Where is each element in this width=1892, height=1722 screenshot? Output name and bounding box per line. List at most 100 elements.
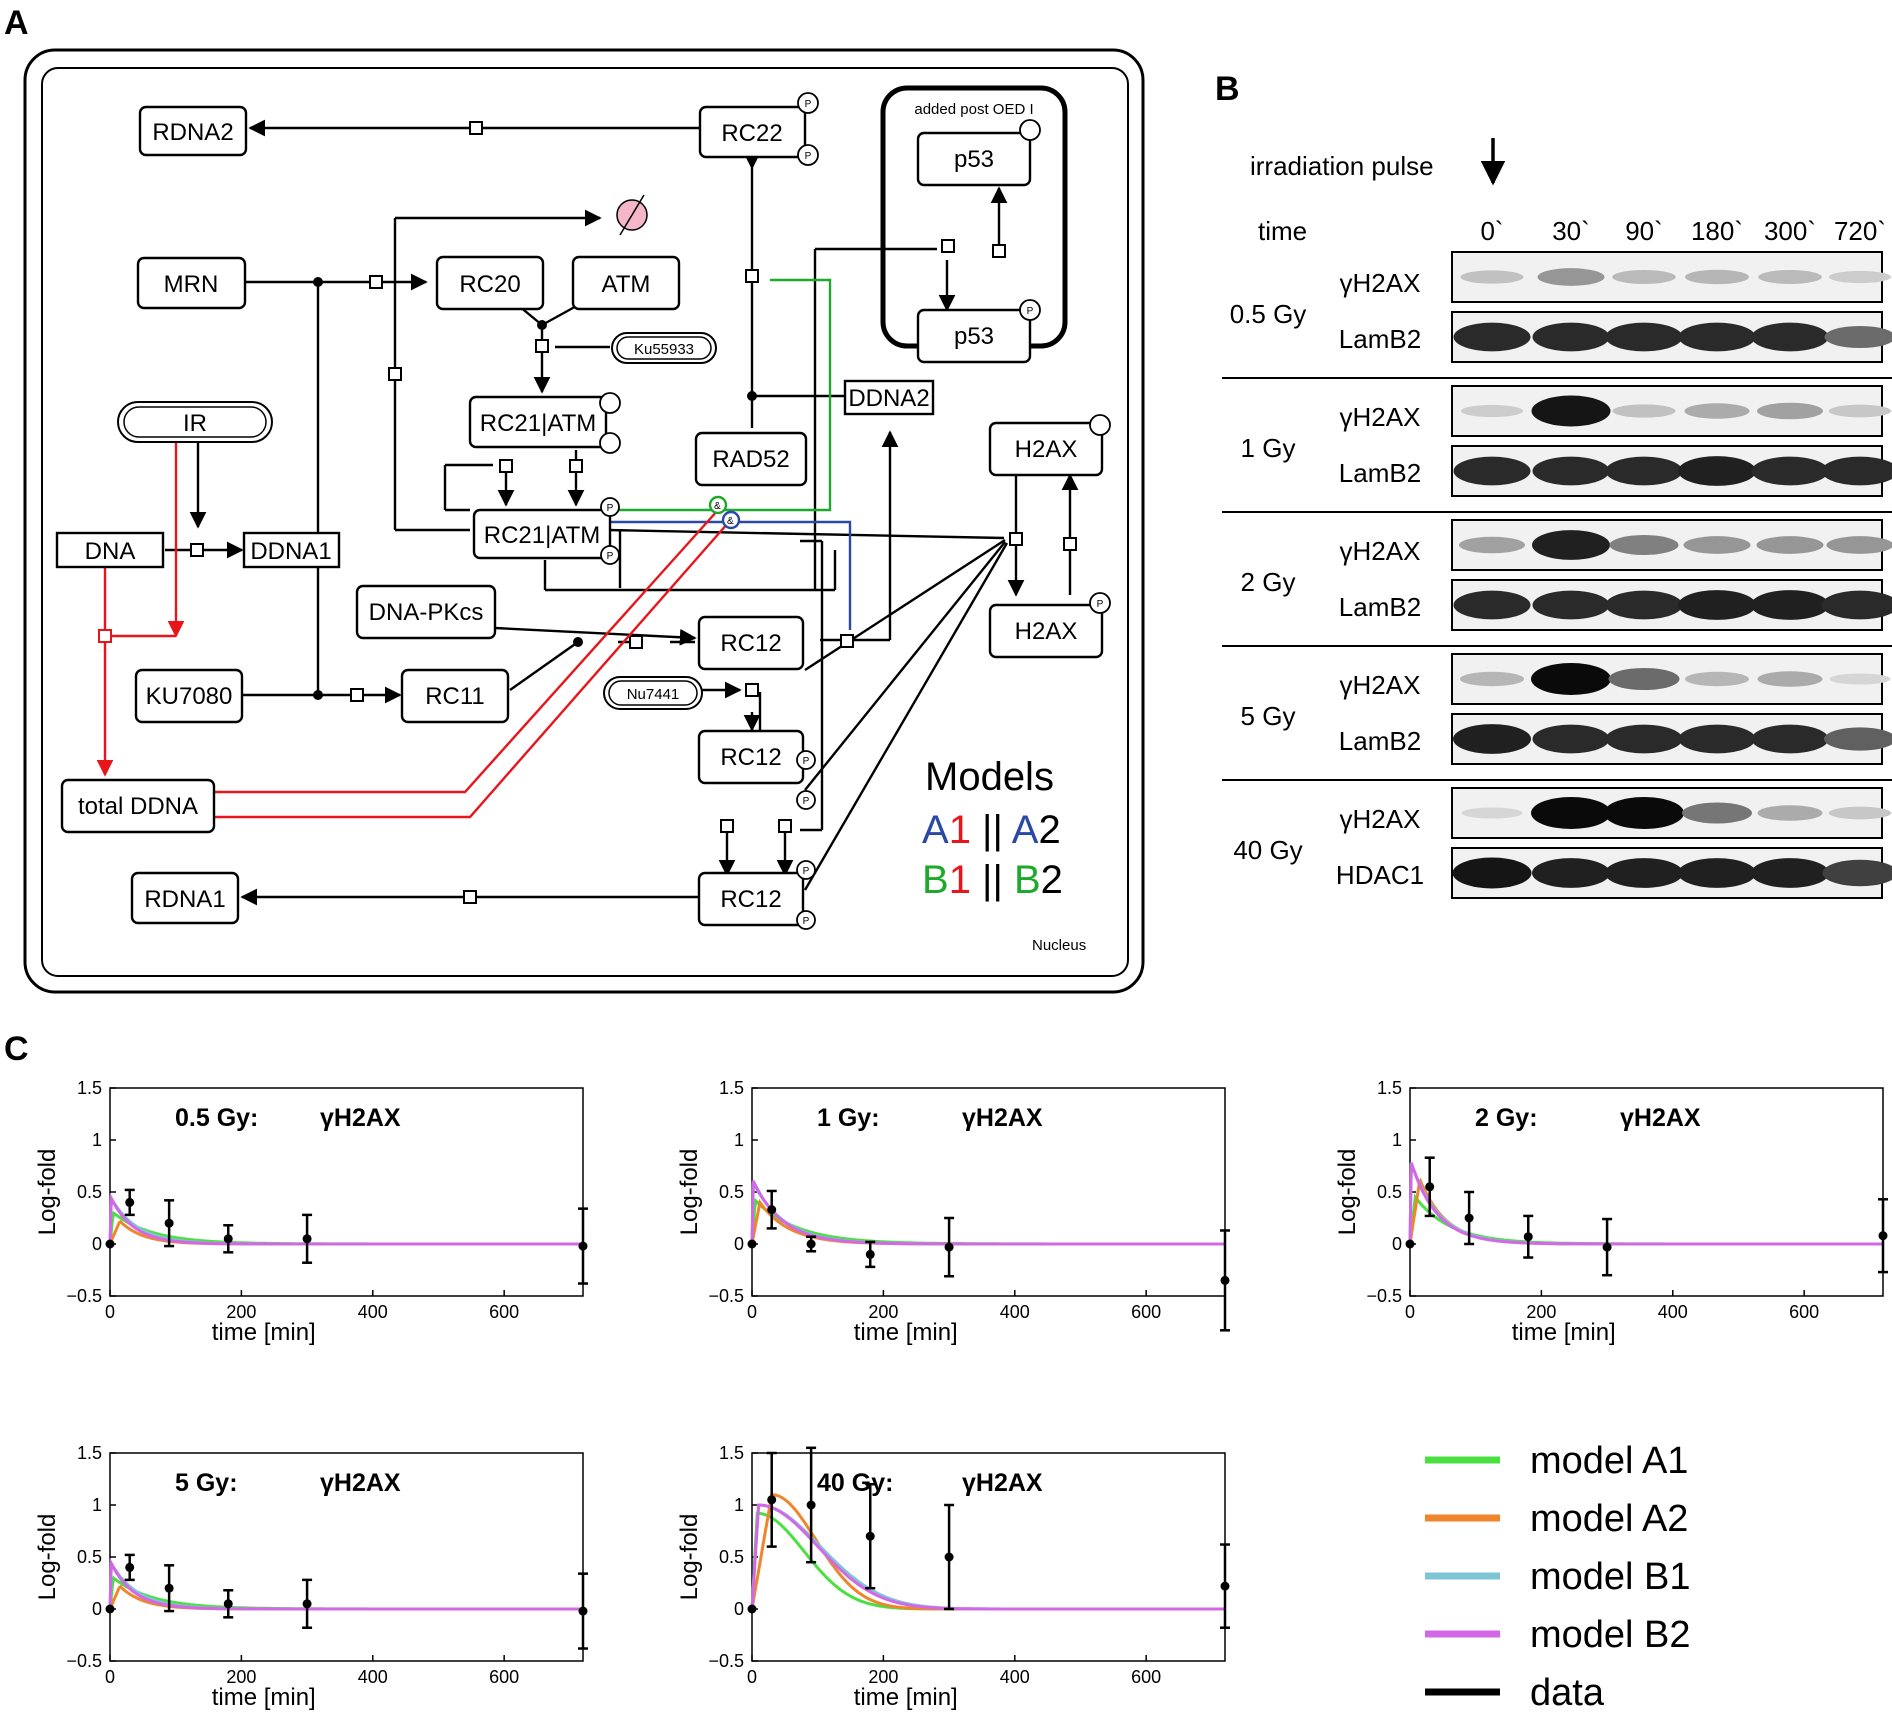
and-label-blue: & xyxy=(727,516,734,527)
data-point xyxy=(865,1249,875,1259)
gel-band xyxy=(1756,536,1824,554)
node-p53-bottom: p53 xyxy=(916,308,1032,364)
chart-title-dose: 2 Gy: xyxy=(1475,1104,1538,1132)
gel-band xyxy=(1829,673,1891,685)
data-point xyxy=(578,1606,588,1616)
gel-band xyxy=(1685,269,1749,285)
y-axis-label: Log-fold xyxy=(34,1149,61,1236)
svg-text:RC11: RC11 xyxy=(425,683,485,710)
y-tick-label: 0.5 xyxy=(719,1182,744,1202)
node-mrn: MRN xyxy=(136,256,247,310)
gel-strip-control xyxy=(1451,311,1892,363)
network-diagram: Nucleus added post OED I xyxy=(23,48,1145,994)
gel-band xyxy=(1532,322,1610,352)
node-rdna2: RDNA2 xyxy=(138,105,248,157)
y-tick-label: 1.5 xyxy=(77,1078,102,1098)
panel-label-c: C xyxy=(4,1030,29,1068)
svg-text:RC22: RC22 xyxy=(721,120,782,147)
gel-band xyxy=(1531,797,1611,829)
node-total-ddna: total DDNA xyxy=(60,778,216,834)
data-point xyxy=(1464,1213,1474,1223)
node-h2ax-top: H2AX xyxy=(988,421,1104,477)
svg-text:H2AX: H2AX xyxy=(1015,436,1078,463)
x-tick-label: 400 xyxy=(1000,1302,1030,1322)
gel-band xyxy=(1537,268,1605,286)
gel-strip-target xyxy=(1451,787,1892,839)
data-point xyxy=(865,1531,875,1541)
gel-band xyxy=(1460,270,1524,284)
chart-title-species: γH2AX xyxy=(320,1469,401,1497)
data-point xyxy=(1220,1581,1230,1591)
gel-band xyxy=(1685,671,1749,687)
data-point xyxy=(223,1234,233,1244)
svg-text:P: P xyxy=(803,916,810,927)
gel-strip-target xyxy=(1451,519,1892,571)
svg-text:Nu7441: Nu7441 xyxy=(627,686,680,703)
dose-label: 40 Gy xyxy=(1233,835,1302,865)
western-blot: irradiation pulse time 0`30`90`180`300`7… xyxy=(1222,138,1892,899)
chart-title-species: γH2AX xyxy=(320,1104,401,1132)
x-tick-label: 400 xyxy=(358,1667,388,1687)
x-tick-label: 200 xyxy=(1526,1302,1556,1322)
irradiation-label: irradiation pulse xyxy=(1250,151,1434,181)
data-point xyxy=(944,1242,954,1252)
timepoint-label: 90` xyxy=(1625,216,1663,246)
svg-text:RC20: RC20 xyxy=(459,271,520,298)
chart-title-species: γH2AX xyxy=(962,1104,1043,1132)
protein-label-bottom: LamB2 xyxy=(1339,324,1421,354)
gel-band xyxy=(1605,322,1683,352)
y-tick-label: −0.5 xyxy=(66,1651,102,1671)
gel-band xyxy=(1531,395,1611,427)
dose-label: 1 Gy xyxy=(1241,433,1296,463)
data-point xyxy=(1878,1231,1888,1241)
node-ddna2: DDNA2 xyxy=(843,379,935,416)
y-tick-label: −0.5 xyxy=(708,1286,744,1306)
y-tick-label: 1.5 xyxy=(719,1443,744,1463)
y-tick-label: 1.5 xyxy=(77,1443,102,1463)
svg-text:P: P xyxy=(805,99,812,110)
gel-strip-control xyxy=(1451,445,1892,497)
protein-label-top: γH2AX xyxy=(1340,536,1421,566)
svg-text:p53: p53 xyxy=(954,323,994,350)
x-tick-label: 400 xyxy=(1658,1302,1688,1322)
gel-band xyxy=(1612,270,1676,284)
y-tick-label: 0 xyxy=(734,1599,744,1619)
svg-text:P: P xyxy=(607,503,614,514)
gel-band xyxy=(1821,456,1892,486)
gel-band xyxy=(1605,456,1683,486)
svg-text:RC12: RC12 xyxy=(720,744,781,771)
gel-band xyxy=(1821,590,1892,620)
gel-band xyxy=(1678,590,1756,620)
series-line xyxy=(1408,1162,1883,1246)
node-dna: DNA xyxy=(55,531,165,569)
gel-band xyxy=(1532,530,1610,560)
gel-strip-control xyxy=(1451,579,1892,631)
gel-band xyxy=(1605,724,1683,754)
node-h2ax-bottom: H2AX xyxy=(988,603,1104,659)
x-tick-label: 600 xyxy=(1131,1302,1161,1322)
svg-text:ATM: ATM xyxy=(602,271,651,298)
time-label: time xyxy=(1258,216,1307,246)
y-tick-label: 0.5 xyxy=(77,1547,102,1567)
svg-text:IR: IR xyxy=(183,410,207,437)
protein-label-top: γH2AX xyxy=(1340,670,1421,700)
data-point xyxy=(944,1552,954,1562)
timepoint-label: 720` xyxy=(1834,216,1886,246)
phospho-labels: PP PP PP PP PP xyxy=(607,99,1104,927)
gel-band xyxy=(1612,404,1676,418)
gel-band xyxy=(1757,402,1823,420)
timepoint-label: 300` xyxy=(1764,216,1816,246)
x-tick-label: 200 xyxy=(868,1302,898,1322)
svg-text:DDNA2: DDNA2 xyxy=(848,385,929,412)
svg-text:DNA-PKcs: DNA-PKcs xyxy=(369,599,484,626)
data-point xyxy=(223,1599,233,1609)
gel-band xyxy=(1453,724,1531,754)
degradation-icon xyxy=(616,194,648,236)
node-rc21atm: RC21|ATM xyxy=(472,508,612,560)
models-line-2: B1 || B2 xyxy=(922,858,1063,902)
junction-dots xyxy=(313,277,757,700)
